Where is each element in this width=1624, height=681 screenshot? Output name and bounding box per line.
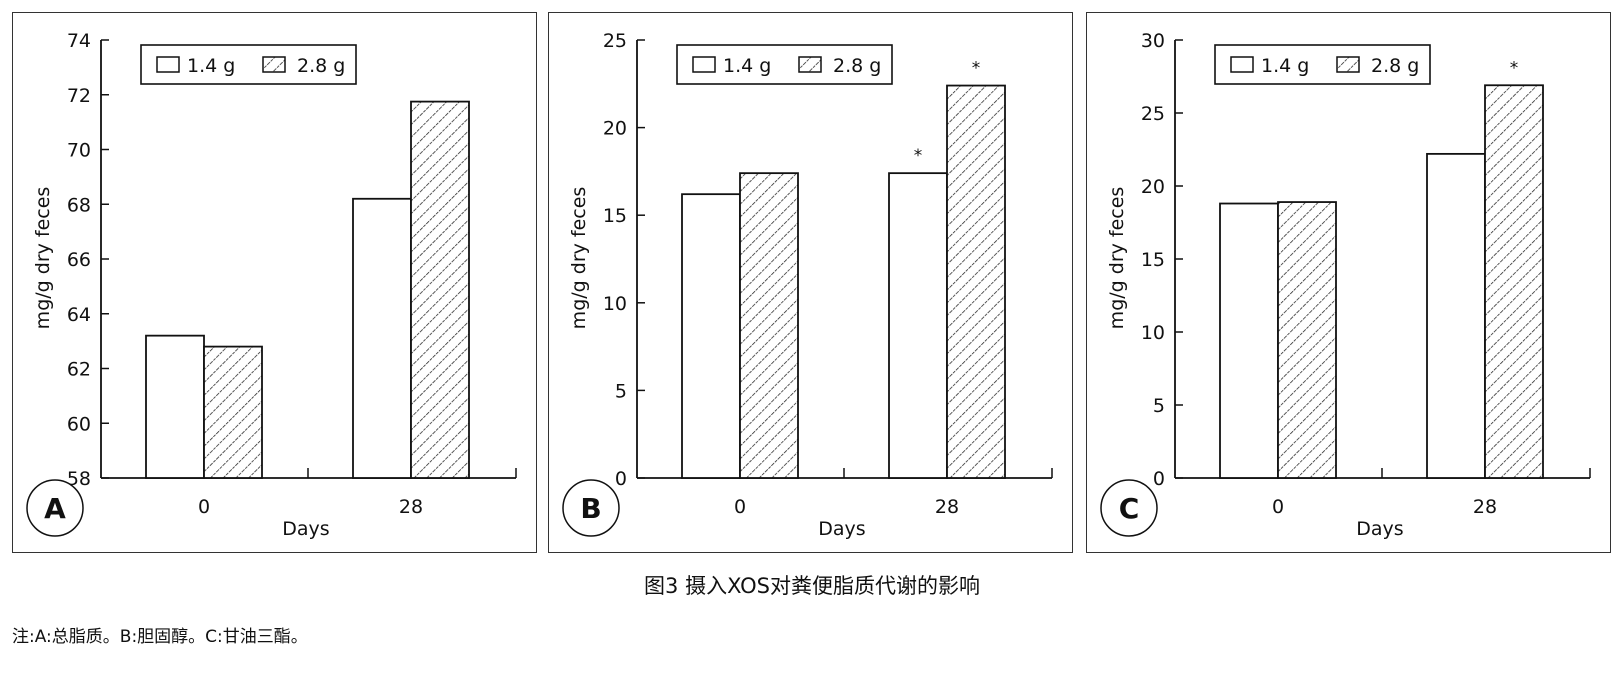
x-axis-label: Days (1356, 518, 1403, 540)
bar-2-8g (1484, 84, 1544, 479)
bar-1-4g (681, 193, 741, 479)
legend-label: 2.8 g (1371, 55, 1419, 77)
y-tick-label: 68 (67, 194, 91, 216)
y-axis-label: mg/g dry feces (1106, 187, 1128, 330)
y-tick-label: 10 (603, 293, 627, 315)
y-tick-label: 20 (1141, 176, 1165, 198)
figure-note: 注:A:总脂质。B:胆固醇。C:甘油三酯。 (12, 627, 308, 647)
panel-label: C (1119, 492, 1140, 525)
panel-label-circle (26, 479, 84, 537)
x-tick-label: 28 (399, 496, 423, 518)
y-tick-label: 0 (1153, 468, 1165, 490)
legend-swatch-2-8g (1336, 56, 1360, 73)
legend: 1.4 g 2.8 g (140, 44, 357, 85)
bar-1-4g (352, 197, 412, 479)
bar-2-8g (946, 84, 1006, 479)
figure-caption: 图3 摄入XOS对粪便脂质代谢的影响 (644, 574, 980, 598)
bar-2-8g (410, 100, 470, 479)
panel-label-circle (1100, 479, 1158, 537)
y-tick-label: 15 (603, 205, 627, 227)
legend: 1.4 g 2.8 g (1214, 44, 1431, 85)
y-tick-label: 10 (1141, 322, 1165, 344)
y-tick-label: 30 (1141, 30, 1165, 52)
bar-2-8g (203, 345, 263, 479)
significance-marker: * (914, 146, 923, 166)
bar-2-8g (1277, 201, 1337, 479)
x-tick-label: 0 (1272, 496, 1284, 518)
y-axis-label: mg/g dry feces (32, 187, 54, 330)
y-tick-label: 72 (67, 85, 91, 107)
legend-label: 1.4 g (723, 55, 771, 77)
y-tick-label: 60 (67, 413, 91, 435)
y-axis-label: mg/g dry feces (568, 187, 590, 330)
legend-swatch-1-4g (156, 56, 180, 73)
bar-1-4g (888, 172, 948, 479)
y-tick-label: 15 (1141, 249, 1165, 271)
y-tick-label: 25 (1141, 103, 1165, 125)
significance-marker: * (972, 59, 981, 79)
y-tick-label: 25 (603, 30, 627, 52)
x-tick-label: 0 (198, 496, 210, 518)
y-tick-label: 5 (1153, 395, 1165, 417)
y-tick-label: 66 (67, 249, 91, 271)
y-tick-label: 70 (67, 140, 91, 162)
panel-label: A (44, 492, 66, 525)
legend-swatch-1-4g (692, 56, 716, 73)
legend-swatch-1-4g (1230, 56, 1254, 73)
bar-1-4g (1219, 202, 1279, 479)
x-axis-label: Days (282, 518, 329, 540)
y-tick-label: 74 (67, 30, 91, 52)
bar-1-4g (1426, 152, 1486, 479)
bar-2-8g (739, 172, 799, 479)
x-tick-label: 28 (935, 496, 959, 518)
x-tick-label: 0 (734, 496, 746, 518)
legend: 1.4 g 2.8 g (676, 44, 893, 85)
y-tick-label: 58 (67, 468, 91, 490)
y-tick-label: 64 (67, 304, 91, 326)
legend-swatch-2-8g (262, 56, 286, 73)
x-axis-label: Days (818, 518, 865, 540)
panel-label-circle (562, 479, 620, 537)
bar-1-4g (145, 334, 205, 479)
y-tick-label: 0 (615, 468, 627, 490)
legend-label: 2.8 g (833, 55, 881, 77)
legend-label: 1.4 g (187, 55, 235, 77)
y-tick-label: 62 (67, 359, 91, 381)
legend-label: 2.8 g (297, 55, 345, 77)
panel-label: B (580, 492, 601, 525)
legend-swatch-2-8g (798, 56, 822, 73)
significance-marker: * (1510, 58, 1519, 78)
x-tick-label: 28 (1473, 496, 1497, 518)
y-tick-label: 20 (603, 118, 627, 140)
legend-label: 1.4 g (1261, 55, 1309, 77)
y-tick-label: 5 (615, 380, 627, 402)
